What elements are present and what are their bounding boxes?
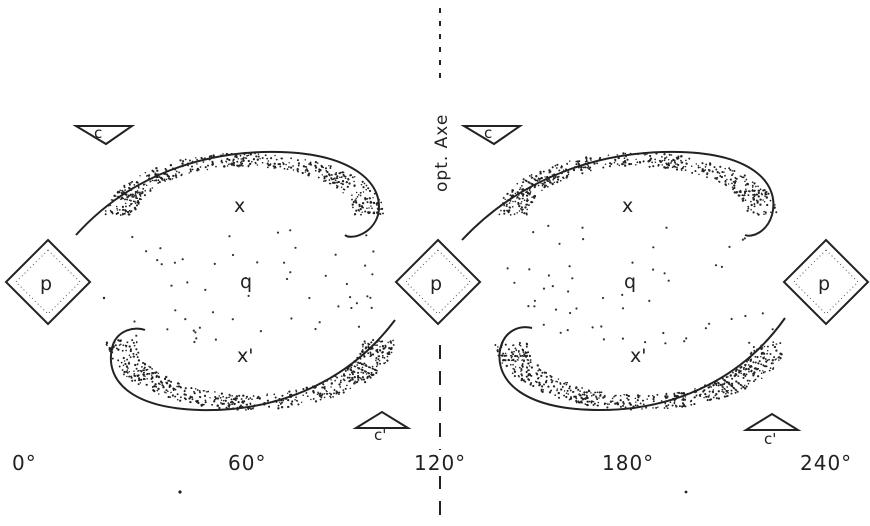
c-face-marker-left: c	[76, 124, 132, 144]
p-face-marker-240: p	[784, 240, 868, 324]
angle-label-60: 60°	[228, 451, 266, 475]
x-lobe-outline-right	[462, 152, 773, 240]
c-prime-face-marker-left: c'	[356, 412, 408, 444]
q-label-right: q	[624, 271, 636, 293]
angle-scale: 0° 60° 120° 180° 240°	[12, 450, 852, 476]
p-label-240: p	[818, 273, 830, 295]
p-face-marker-0: p	[6, 240, 90, 324]
x-lobe-outline-left	[76, 152, 379, 237]
angle-label-120: 120°	[414, 451, 466, 475]
angle-label-240: 240°	[800, 451, 852, 475]
p-label-0: p	[40, 273, 52, 295]
c-face-marker-right: c	[464, 124, 520, 144]
q-label-left: q	[240, 271, 252, 293]
p-label-120: p	[430, 273, 442, 295]
c-label-left: c	[94, 124, 102, 142]
left-panel: p c c' x q x'	[6, 124, 408, 444]
optical-axis-label: opt. Axe	[432, 114, 452, 192]
right-panel: p c c' x q x'	[462, 124, 868, 448]
x-label-right: x	[622, 195, 633, 217]
c-prime-label-right: c'	[764, 430, 776, 448]
p-face-marker-120: p	[396, 240, 480, 324]
c-prime-label-left: c'	[374, 426, 386, 444]
c-label-right: c	[484, 124, 492, 142]
c-prime-face-marker-right: c'	[746, 414, 798, 448]
x-prime-label-right: x'	[630, 345, 646, 367]
q-field-dots-left	[131, 229, 374, 343]
x-label-left: x	[234, 195, 245, 217]
x-prime-label-left: x'	[237, 345, 253, 367]
angle-label-0: 0°	[12, 451, 37, 475]
q-field-dots-right	[507, 225, 774, 345]
angle-label-180: 180°	[602, 451, 654, 475]
